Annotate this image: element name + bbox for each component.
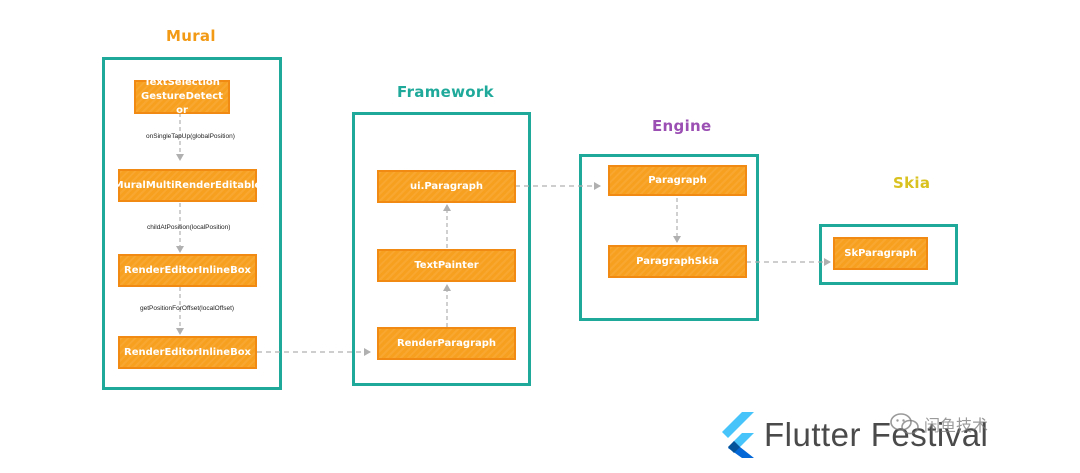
node-sk-paragraph: SkParagraph <box>833 237 928 270</box>
framework-title: Framework <box>397 83 494 101</box>
skia-title: Skia <box>893 174 931 192</box>
framework-panel <box>352 112 531 386</box>
node-render-editor-inline-box-1: RenderEditorInlineBox <box>118 254 257 287</box>
watermark-text: 闲鱼技术 <box>924 416 989 435</box>
label-child-at-position: childAtPosition(localPosition) <box>147 224 231 231</box>
node-text-painter: TextPainter <box>377 249 516 282</box>
mural-panel <box>102 57 282 390</box>
node-paragraph-skia: ParagraphSkia <box>608 245 747 278</box>
node-render-paragraph: RenderParagraph <box>377 327 516 360</box>
node-paragraph: Paragraph <box>608 165 747 196</box>
node-text-selection-gesture-detector: TextSelectionGestureDetector <box>134 77 230 116</box>
skia-panel <box>819 224 958 285</box>
watermark: 闲鱼技术 <box>890 412 988 436</box>
node-mural-multi-render-editable: MuralMultiRenderEditable <box>114 169 261 202</box>
label-get-position-for-offset: getPositionForOffset(localOffset) <box>140 305 235 312</box>
engine-panel <box>579 154 759 321</box>
flutter-festival-logo: Flutter Festival <box>718 410 988 460</box>
wechat-icon <box>890 413 919 435</box>
mural-title: Mural <box>166 27 216 45</box>
flutter-festival-text: Flutter Festival <box>764 416 989 453</box>
node-render-editor-inline-box-2: RenderEditorInlineBox <box>118 336 257 369</box>
node-ui-paragraph: ui.Paragraph <box>377 170 516 203</box>
flutter-logo-icon <box>722 412 754 458</box>
engine-title: Engine <box>652 117 712 135</box>
label-on-single-tap-up: onSingleTapUp(globalPosition) <box>146 133 235 140</box>
